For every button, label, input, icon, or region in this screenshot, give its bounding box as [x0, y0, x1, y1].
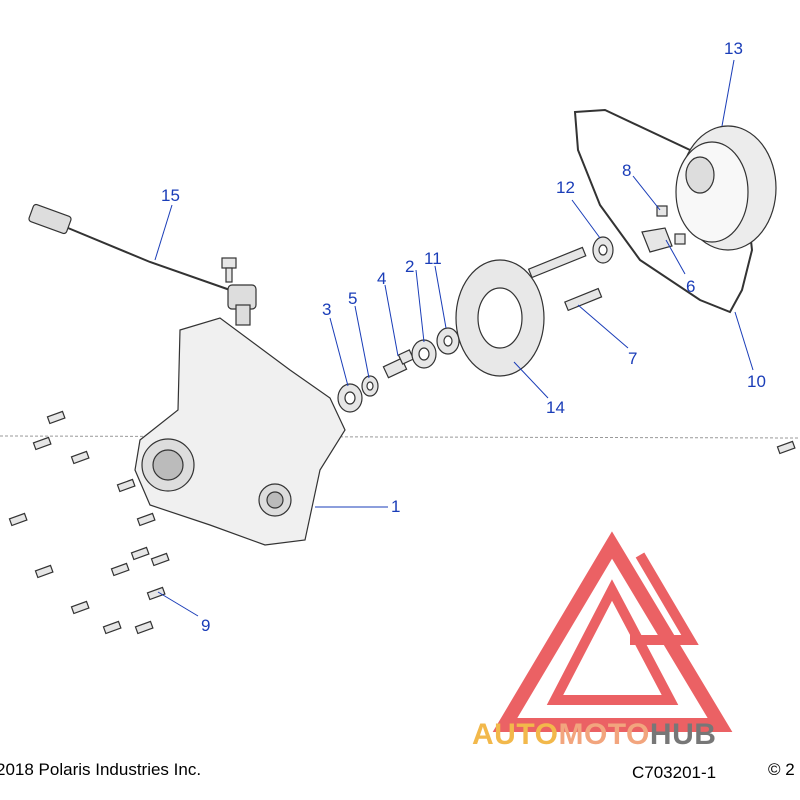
pin	[382, 349, 415, 379]
bolt-7	[527, 246, 603, 312]
leader-lines	[154, 59, 754, 617]
watermark-hub: HUB	[649, 718, 717, 751]
copyright-text: 2018 Polaris Industries Inc.	[0, 760, 202, 779]
callout-6: 6	[686, 277, 695, 296]
callout-13: 13	[724, 39, 743, 58]
seal	[337, 383, 363, 413]
screw-small	[221, 257, 237, 283]
callout-10: 10	[747, 372, 766, 391]
bolt-set	[8, 410, 796, 635]
washer-11	[436, 327, 460, 355]
callout-9: 9	[201, 616, 210, 635]
callout-1: 1	[391, 497, 400, 516]
watermark-auto: AUTO	[472, 718, 559, 751]
callout-12: 12	[556, 178, 575, 197]
callout-11: 11	[424, 249, 442, 268]
callout-14: 14	[546, 398, 565, 417]
stator	[455, 259, 545, 377]
divider-line	[0, 435, 800, 439]
sensor-cable	[28, 203, 257, 326]
washer-12	[592, 236, 614, 264]
callout-3: 3	[322, 300, 331, 319]
washer-5	[361, 375, 379, 397]
watermark-moto: MOTO	[558, 718, 650, 751]
copyright-right: © 2	[768, 760, 795, 779]
screw-8	[656, 205, 686, 245]
flywheel	[675, 125, 777, 251]
watermark-logo	[492, 531, 733, 732]
washer-2	[411, 339, 437, 369]
callout-2: 2	[405, 257, 414, 276]
crankcase-cover	[134, 317, 346, 546]
callout-5: 5	[348, 289, 357, 308]
bracket-6	[641, 227, 673, 253]
callout-7: 7	[628, 349, 637, 368]
drawing-id: C703201-1	[632, 763, 717, 782]
callout-15: 15	[161, 186, 180, 205]
callout-4: 4	[377, 269, 386, 288]
gasket	[573, 108, 754, 314]
callout-8: 8	[622, 161, 631, 180]
watermark-text: AUTOMOTOHUB	[472, 718, 716, 752]
